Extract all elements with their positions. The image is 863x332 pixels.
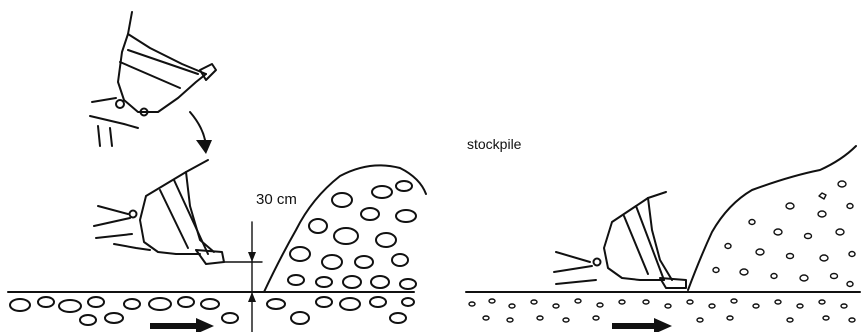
stockpile-rocks-right <box>688 146 856 290</box>
bucket-lowered <box>94 160 224 264</box>
gravel-right <box>469 299 855 322</box>
height-clearance-label: 30 cm <box>256 191 297 208</box>
stockpile-label: stockpile <box>467 136 521 152</box>
gravel-left <box>10 297 414 325</box>
left-panel <box>8 12 426 332</box>
arrow-right-icon <box>612 318 672 332</box>
bucket-digging <box>554 192 686 288</box>
stockpile-rocks-left <box>264 165 426 292</box>
arrow-down-icon <box>190 112 212 154</box>
height-dimension <box>224 222 262 332</box>
bucket-raised <box>90 12 216 146</box>
right-panel <box>466 146 860 332</box>
arrow-right-icon <box>150 318 214 332</box>
